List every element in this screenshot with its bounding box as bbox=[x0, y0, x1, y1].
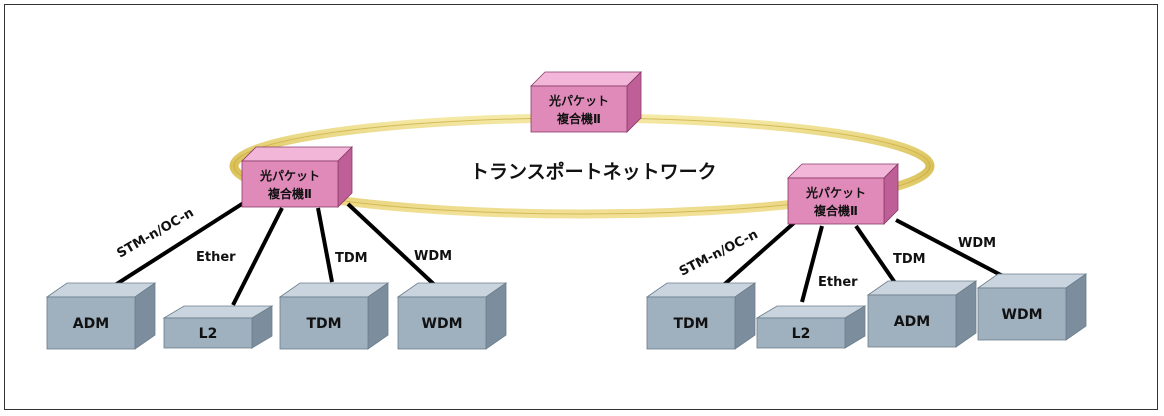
device-label: TDM bbox=[673, 316, 708, 332]
link-line bbox=[854, 224, 902, 292]
link-label-tdm: TDM bbox=[893, 252, 926, 267]
link-line bbox=[110, 200, 247, 289]
device-label: WDM bbox=[422, 316, 463, 332]
device-l2: L2 bbox=[162, 305, 274, 349]
link-line bbox=[231, 207, 284, 306]
link-line bbox=[895, 218, 1017, 285]
diagram-frame bbox=[4, 4, 1158, 410]
device-label: TDM bbox=[306, 316, 341, 332]
device-label: WDM bbox=[1002, 307, 1043, 323]
node-label-line1: 光パケット bbox=[259, 168, 320, 183]
device-l2: L2 bbox=[755, 305, 867, 349]
box-top bbox=[787, 163, 899, 179]
link-line bbox=[716, 220, 797, 292]
box-top bbox=[530, 71, 642, 87]
device-tdm: TDM bbox=[645, 282, 757, 350]
device-wdm: WDM bbox=[396, 282, 508, 350]
box-front bbox=[46, 296, 136, 350]
box-front bbox=[756, 317, 846, 349]
right-links bbox=[716, 218, 1017, 303]
device-label: ADM bbox=[73, 316, 109, 332]
device-wdm: WDM bbox=[976, 273, 1088, 341]
device-tdm: TDM bbox=[278, 282, 390, 350]
device-adm: ADM bbox=[866, 280, 978, 348]
left-links bbox=[110, 200, 442, 306]
box-front bbox=[977, 287, 1067, 341]
node-label-line1: 光パケット bbox=[805, 185, 866, 200]
link-label-wdm: WDM bbox=[414, 249, 452, 264]
node-label-line2: 複合機Ⅱ bbox=[267, 186, 312, 201]
device-label: L2 bbox=[792, 326, 811, 342]
device-adm: ADM bbox=[45, 282, 157, 350]
box-front bbox=[397, 296, 487, 350]
link-label-tdm: TDM bbox=[335, 251, 368, 266]
box-front bbox=[530, 85, 628, 133]
device-label: L2 bbox=[199, 326, 218, 342]
link-line bbox=[346, 202, 442, 292]
node-label-line1: 光パケット bbox=[548, 93, 609, 108]
box-front bbox=[241, 160, 339, 208]
link-line bbox=[316, 207, 334, 283]
link-line bbox=[800, 225, 824, 303]
device-label: ADM bbox=[894, 314, 930, 330]
ring-label: トランスポートネットワーク bbox=[470, 160, 717, 183]
box-front bbox=[279, 296, 369, 350]
link-label-ether: Ether bbox=[196, 250, 236, 265]
node-label-line2: 複合機Ⅱ bbox=[813, 203, 858, 218]
link-label-wdm: WDM bbox=[958, 236, 996, 251]
box-front bbox=[163, 317, 253, 349]
link-label-stm: STM-n/OC-n bbox=[677, 227, 761, 279]
box-front bbox=[646, 296, 736, 350]
link-label-stm: STM-n/OC-n bbox=[115, 205, 197, 261]
box-front bbox=[787, 177, 885, 225]
link-label-ether: Ether bbox=[818, 275, 858, 290]
node-label-line2: 複合機Ⅱ bbox=[556, 111, 601, 126]
box-top bbox=[241, 146, 353, 162]
box-front bbox=[867, 294, 957, 348]
